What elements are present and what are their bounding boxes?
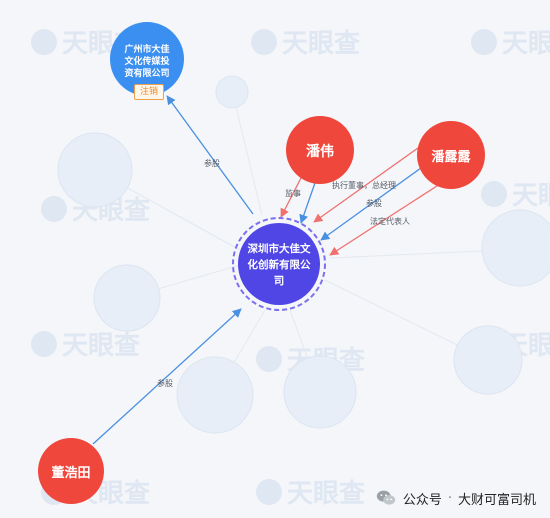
watermark-text: 天眼查 <box>287 479 365 509</box>
faded-node <box>215 75 249 109</box>
status-badge-deregistered: 注销 <box>134 84 164 100</box>
edge-panlulu-invest <box>320 167 422 241</box>
node-person-panlulu[interactable]: 潘露露 <box>417 121 485 189</box>
watermark-logo: 天眼查 <box>481 181 550 211</box>
edge-label-donghaotian-invest: 参股 <box>157 378 173 388</box>
node-center-label-line3: 司 <box>274 275 285 287</box>
edge-panwei-blue <box>299 179 317 224</box>
edge-label-guangzhou-invest: 参股 <box>204 158 220 168</box>
edge-guangzhou-invest <box>166 95 254 215</box>
edge-label-panwei-supervisor: 监事 <box>285 188 301 198</box>
node-guangzhou-label-line2: 文化传媒投 <box>123 55 169 67</box>
edge-panwei-supervisor <box>280 175 303 218</box>
edge-labels: 参股 监事 执行董事，总经理 参股 法定代表人 参股 <box>157 158 410 388</box>
footer-separator: · <box>447 490 452 506</box>
footer-platform: 公众号 <box>402 492 442 508</box>
faded-node <box>57 132 133 208</box>
watermark-text: 天眼查 <box>62 331 140 361</box>
edge-panlulu-exec <box>313 147 419 223</box>
watermark-logo: 天眼查 <box>256 479 365 509</box>
node-center-company[interactable]: 深圳市大佳文 化创新有限公 司 <box>232 217 326 311</box>
faded-node <box>93 264 161 332</box>
node-person-panwei[interactable]: 潘伟 <box>286 116 354 184</box>
node-center-label-line2: 化创新有限公 <box>248 258 311 271</box>
faded-node <box>176 356 254 434</box>
node-center-label-line1: 深圳市大佳文 <box>248 242 311 255</box>
watermark-text: 天眼查 <box>502 29 550 59</box>
watermark-text: 天眼查 <box>512 181 550 211</box>
node-panlulu-label: 潘露露 <box>431 149 471 165</box>
footer-account: 大财可富司机 <box>457 492 536 508</box>
faded-node <box>481 209 550 287</box>
watermark-logo: 天眼查 <box>31 331 140 361</box>
wechat-icon <box>376 490 395 505</box>
node-guangzhou-label-line1: 广州市大佳 <box>124 43 169 55</box>
node-person-donghaotian[interactable]: 董浩田 <box>38 438 104 504</box>
node-guangzhou-label-line3: 资有限公司 <box>124 67 169 79</box>
edge-label-panlulu-legal: 法定代表人 <box>370 216 410 226</box>
faded-node <box>283 355 357 429</box>
edge-label-panlulu-exec: 执行董事，总经理 <box>332 180 396 190</box>
watermark-logo: 天眼查 <box>471 29 550 59</box>
faded-node <box>453 325 523 395</box>
watermark-logo: 天眼查 <box>251 29 360 59</box>
faded-background-nodes <box>57 75 550 434</box>
edge-label-panlulu-invest: 参股 <box>366 198 382 208</box>
edge-donghaotian-invest <box>92 308 242 445</box>
node-donghaotian-label: 董浩田 <box>51 465 90 481</box>
watermark-text: 天眼查 <box>282 29 360 59</box>
node-guangzhou-company[interactable]: 广州市大佳 文化传媒投 资有限公司 <box>110 22 184 96</box>
edges <box>92 95 441 445</box>
node-panwei-label: 潘伟 <box>306 143 334 160</box>
footer-watermark: 公众号 · 大财可富司机 <box>375 486 536 510</box>
edge-panlulu-legal <box>329 183 441 256</box>
